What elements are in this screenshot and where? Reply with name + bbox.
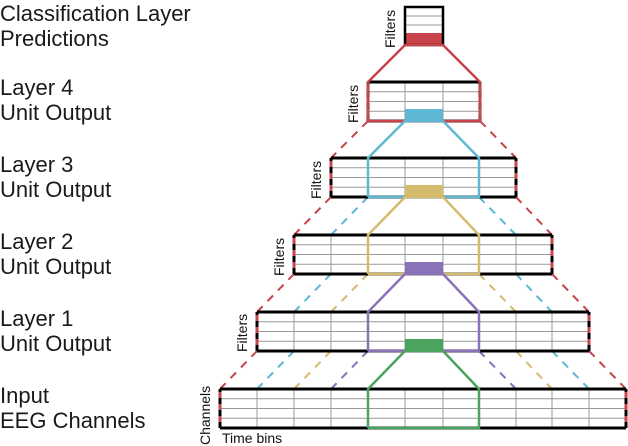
label-layer-4: Layer 4 Unit Output bbox=[0, 75, 111, 125]
filters-label-classification: Filters bbox=[382, 10, 398, 48]
label-line1: Classification Layer bbox=[0, 1, 191, 26]
dash-yellow-right-1 bbox=[478, 273, 517, 313]
filters-label-layer4: Filters bbox=[345, 85, 361, 123]
dash-red-right-4 bbox=[588, 350, 627, 390]
label-layer-2: Layer 2 Unit Output bbox=[0, 229, 111, 279]
label-input: Input EEG Channels bbox=[0, 383, 146, 433]
label-line1: Input bbox=[0, 383, 49, 408]
label-line1: Layer 2 bbox=[0, 229, 74, 254]
label-line1: Layer 3 bbox=[0, 152, 74, 177]
label-line2: Predictions bbox=[0, 26, 109, 51]
label-layer-1: Layer 1 Unit Output bbox=[0, 306, 111, 356]
label-layer-3: Layer 3 Unit Output bbox=[0, 152, 111, 202]
dash-yellow-left-1 bbox=[330, 273, 369, 313]
layer1-unit-cell bbox=[405, 339, 443, 351]
label-classification-layer: Classification Layer Predictions bbox=[0, 1, 191, 51]
layer4-unit-cell bbox=[405, 109, 443, 121]
dash-blue-left-3 bbox=[256, 350, 295, 390]
grid-input bbox=[218, 387, 628, 430]
label-line2: Unit Output bbox=[0, 100, 112, 125]
layer2-unit-cell bbox=[405, 262, 443, 274]
filters-label-layer1: Filters bbox=[234, 314, 250, 352]
classification-output-cell bbox=[405, 33, 443, 45]
layer3-unit-cell bbox=[405, 185, 443, 197]
label-line2: Unit Output bbox=[0, 254, 112, 279]
dash-red-left-4 bbox=[219, 350, 258, 390]
label-line2: Unit Output bbox=[0, 331, 112, 356]
dash-blue-right-1 bbox=[478, 196, 517, 236]
filters-label-layer2: Filters bbox=[271, 238, 287, 276]
dash-red-right-3 bbox=[551, 273, 590, 313]
dash-blue-left-2 bbox=[293, 273, 332, 313]
dash-red-right-1 bbox=[479, 120, 517, 159]
receptive-field-trapezoids bbox=[366, 43, 482, 430]
dash-blue-right-3 bbox=[551, 350, 590, 390]
dash-purple-left-1 bbox=[330, 350, 369, 390]
dash-yellow-right-2 bbox=[515, 350, 553, 390]
dash-red-right-2 bbox=[515, 196, 553, 236]
label-line1: Layer 1 bbox=[0, 306, 74, 331]
dash-red-left-2 bbox=[293, 196, 332, 236]
channels-label: Channels bbox=[197, 386, 213, 445]
grid-classification bbox=[403, 5, 445, 47]
grid-layer1 bbox=[255, 310, 591, 353]
trapezoid-classification bbox=[366, 43, 482, 123]
label-line2: EEG Channels bbox=[0, 408, 146, 433]
dash-red-left-3 bbox=[256, 273, 295, 313]
time-bins-label: Time bins bbox=[222, 430, 282, 446]
axis-labels: Filters Filters Filters Filters Filters … bbox=[197, 10, 398, 446]
label-line1: Layer 4 bbox=[0, 75, 74, 100]
dash-blue-right-2 bbox=[515, 273, 553, 313]
dash-yellow-left-2 bbox=[293, 350, 332, 390]
dash-red-left-1 bbox=[330, 120, 369, 159]
dash-blue-left-1 bbox=[330, 196, 369, 236]
dash-purple-right-1 bbox=[478, 350, 517, 390]
label-line2: Unit Output bbox=[0, 177, 112, 202]
filters-label-layer3: Filters bbox=[308, 161, 324, 199]
trapezoid-outline bbox=[366, 43, 482, 123]
layer-grids bbox=[218, 5, 628, 430]
